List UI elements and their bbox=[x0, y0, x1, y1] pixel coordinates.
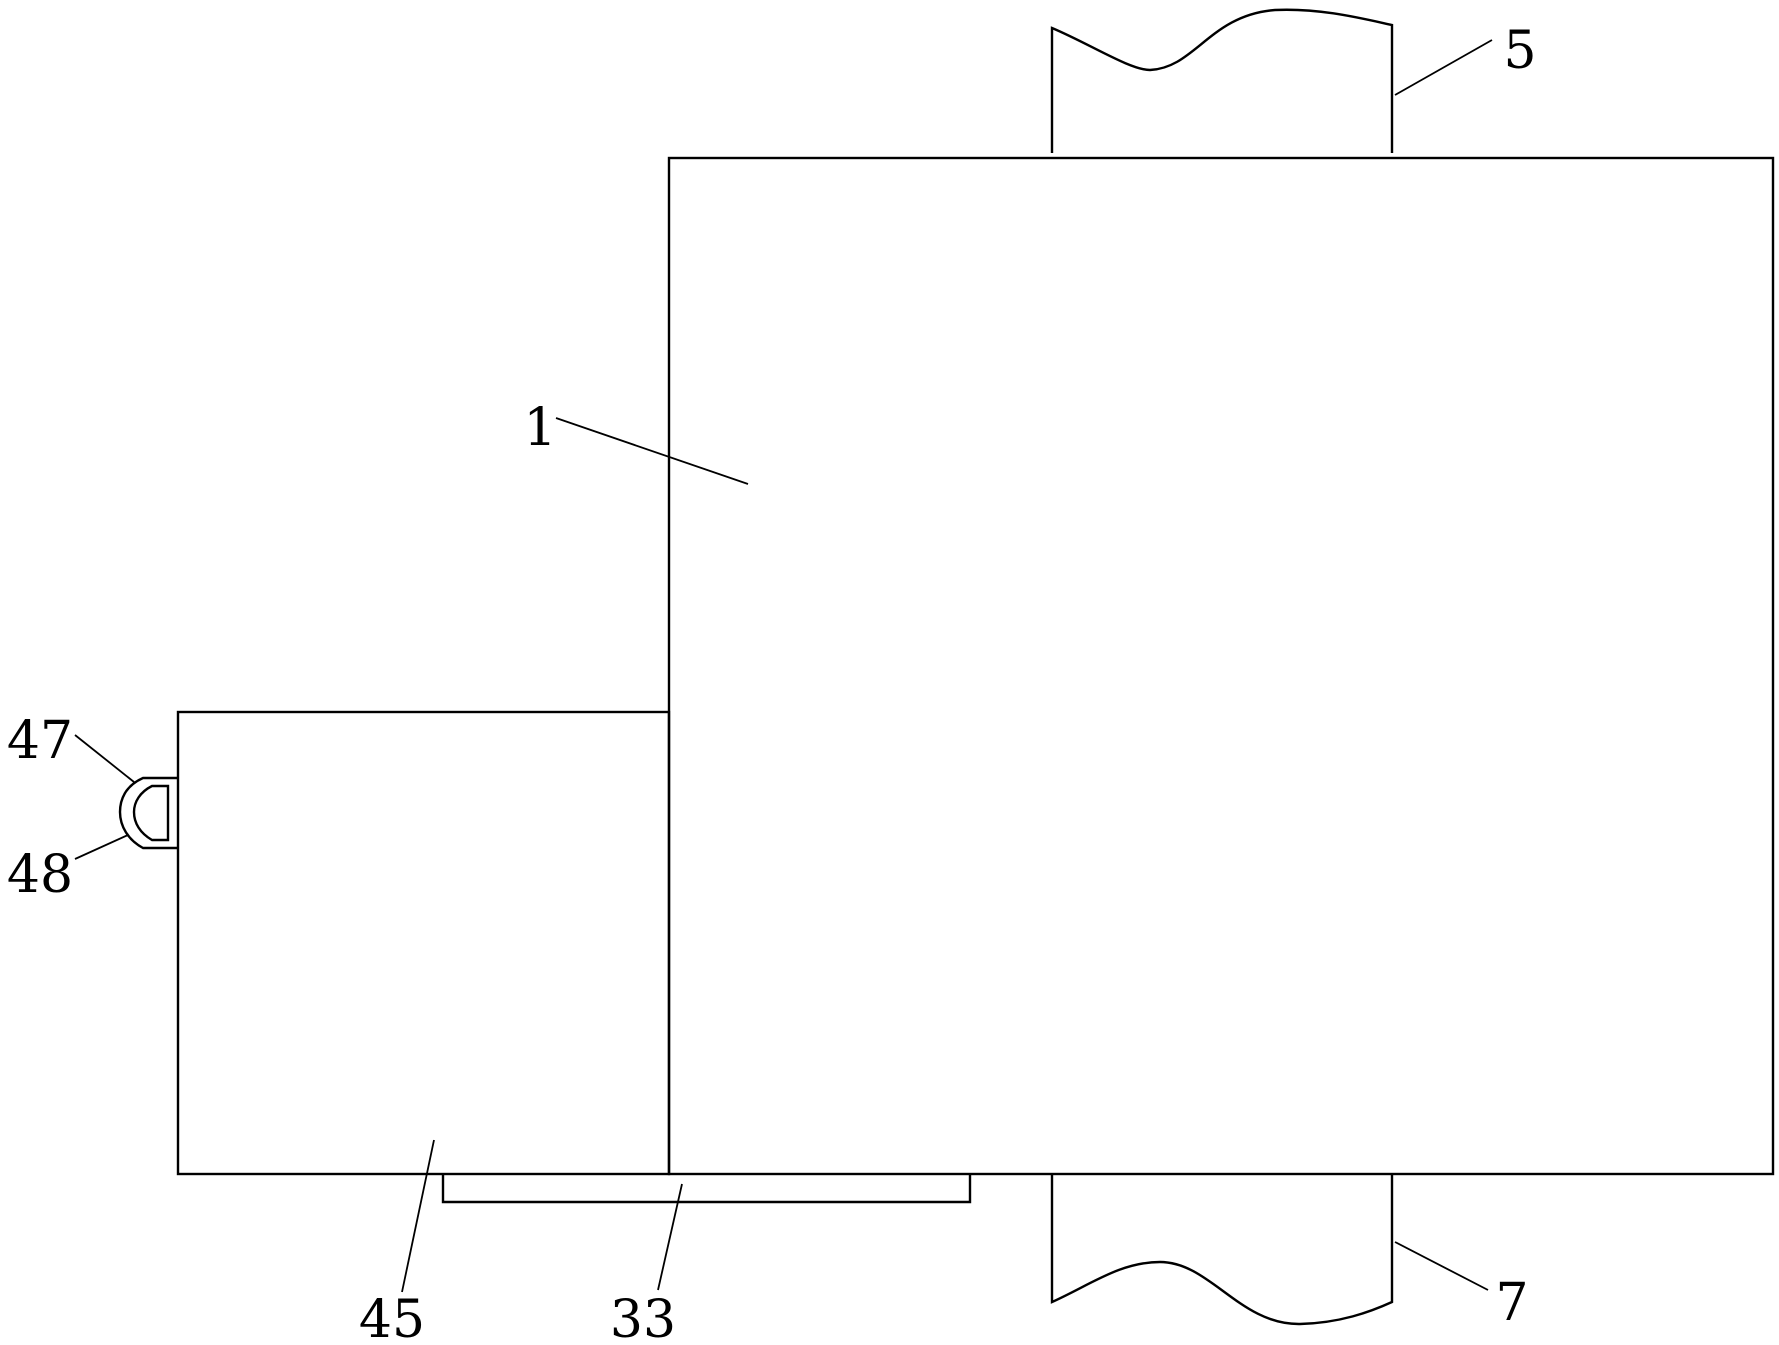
label-5: 5 bbox=[1503, 21, 1536, 81]
label-1: 1 bbox=[523, 398, 556, 458]
label-48: 48 bbox=[7, 845, 73, 905]
label-7: 7 bbox=[1495, 1273, 1528, 1333]
label-45: 45 bbox=[359, 1290, 425, 1345]
handle-inner bbox=[132, 784, 170, 842]
leader-45 bbox=[401, 1139, 435, 1293]
main-body bbox=[667, 156, 1775, 1176]
label-33: 33 bbox=[610, 1290, 676, 1345]
leader-1 bbox=[555, 417, 749, 485]
leader-7 bbox=[1394, 1241, 1489, 1291]
leader-47 bbox=[74, 734, 135, 783]
leader-33 bbox=[657, 1183, 683, 1291]
upper-pipe bbox=[1050, 8, 1394, 153]
leader-5 bbox=[1394, 39, 1493, 96]
lower-pipe bbox=[1050, 1174, 1394, 1326]
label-47: 47 bbox=[7, 711, 73, 771]
leader-48 bbox=[74, 834, 129, 860]
bottom-plate bbox=[441, 1174, 972, 1204]
handle-outer bbox=[118, 776, 178, 850]
side-box bbox=[176, 710, 671, 1176]
